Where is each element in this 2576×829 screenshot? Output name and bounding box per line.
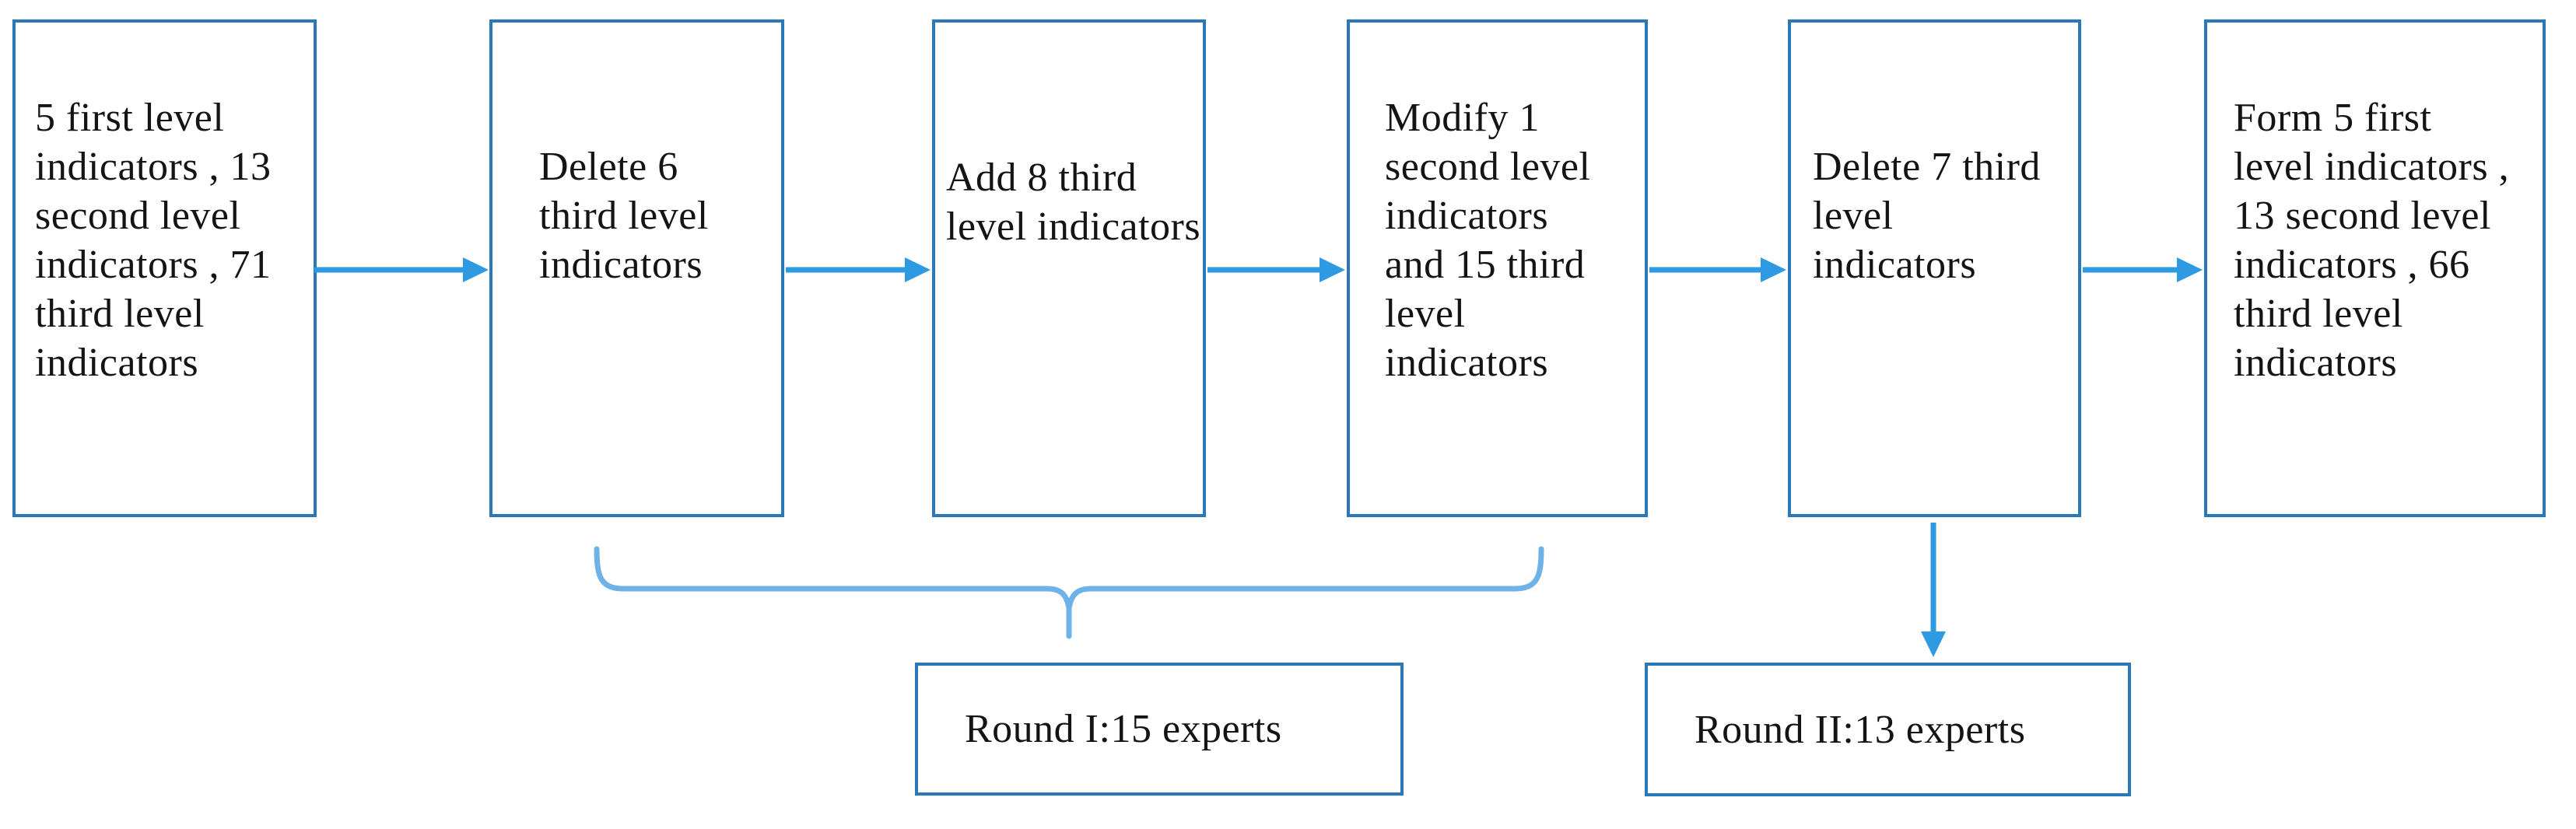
box-delete-6-third-level: Delete 6 third level indicators [489, 19, 784, 517]
box-final-indicators: Form 5 first level indicators , 13 secon… [2204, 19, 2546, 517]
arrow-1-right [314, 257, 489, 282]
box-round-1: Round I:15 experts [915, 663, 1404, 796]
arrow-3-right [1207, 257, 1345, 282]
round-2-label: Round II:13 experts [1695, 707, 2026, 752]
arrow-down-round-2 [1921, 523, 1946, 657]
box-add-8-third-level: Add 8 third level indicators [932, 19, 1206, 517]
box-delete-7-third-level: Delete 7 third level indicators [1788, 19, 2081, 517]
box-label: Modify 1 second level indicators and 15 … [1385, 96, 1591, 385]
box-label: Form 5 first level indicators , 13 secon… [2234, 96, 2510, 385]
arrow-4-right [1649, 257, 1786, 282]
box-label: Add 8 third level indicators [946, 156, 1201, 249]
round-1-label: Round I:15 experts [965, 707, 1282, 751]
box-label: Delete 7 third level indicators [1813, 145, 2041, 287]
arrow-2-right [786, 257, 931, 282]
box-label: Delete 6 third level indicators [539, 145, 709, 287]
box-modify-indicators: Modify 1 second level indicators and 15 … [1347, 19, 1648, 517]
box-label: 5 first level indicators , 13 second lev… [35, 96, 272, 385]
box-round-2: Round II:13 experts [1645, 663, 2131, 796]
box-initial-indicators: 5 first level indicators , 13 second lev… [12, 19, 317, 517]
arrow-5-right [2083, 257, 2203, 282]
brace-round-1 [594, 546, 1544, 639]
